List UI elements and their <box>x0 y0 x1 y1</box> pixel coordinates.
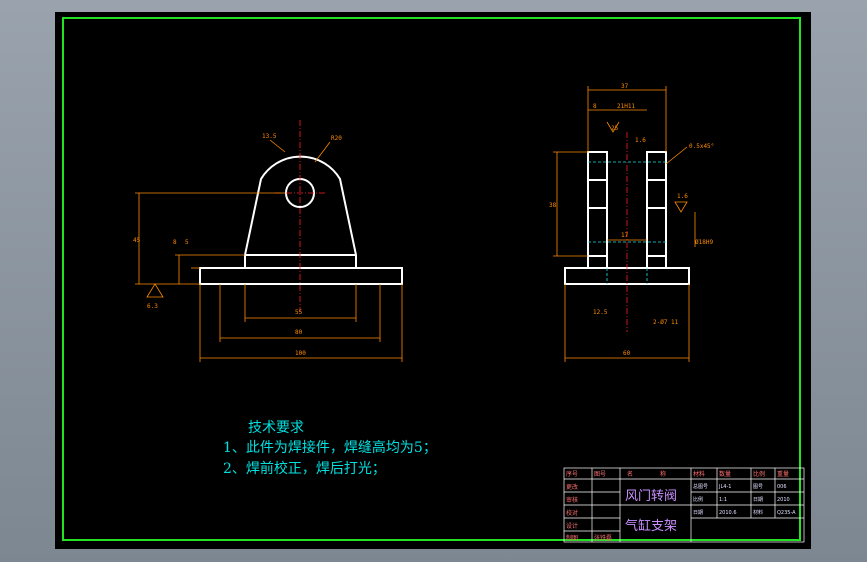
dim-gap17: 17 <box>621 232 629 239</box>
tb-right-label-2: 材料 <box>753 509 763 516</box>
dim-height: 45 <box>133 237 141 244</box>
cad-drawing: 45 8 5 55 80 100 13.5 R20 6.3 <box>133 83 805 543</box>
dim-angle: 13.5 <box>262 133 277 140</box>
notes-title: 技术要求 <box>248 420 304 436</box>
dim-side-overall: 60 <box>623 350 631 357</box>
tb-row-2: 校对 <box>566 509 578 517</box>
tb-name1: 风门转阀 <box>625 489 677 504</box>
dim-bottom-h: 12.5 <box>593 309 608 316</box>
dim-rough: 1.6 <box>677 193 688 200</box>
dim-inner: 55 <box>295 309 303 316</box>
dim-bottom-w: 2-Ø7 11 <box>653 319 679 326</box>
tb-info-val-2: 2010.6 <box>719 510 737 516</box>
tb-header-2: 名 <box>627 470 633 478</box>
tb-header-3: 称 <box>660 470 666 478</box>
tb-header-6: 比例 <box>753 470 765 478</box>
tb-header-4: 材料 <box>693 470 705 478</box>
tb-right-val-0: 006 <box>777 484 787 490</box>
weld-symbol <box>146 283 164 298</box>
dim-small-h: 8 <box>173 239 177 246</box>
dim-top-w: 37 <box>621 83 629 90</box>
notes-line2: 2、焊前校正，焊后打光； <box>223 460 386 477</box>
tb-drafter: 张铁磊 <box>594 534 612 542</box>
dim-left-gap: 8 <box>593 103 597 110</box>
drawing-border <box>62 17 801 541</box>
dim-side-height: 38 <box>549 202 557 209</box>
tb-right-label-0: 图号 <box>753 484 763 490</box>
side-right-plate <box>646 151 667 257</box>
dim-base-t: 5 <box>185 239 189 246</box>
tb-row-4: 制图 <box>566 534 578 542</box>
tb-row-3: 设计 <box>566 522 578 530</box>
tb-header-5: 数量 <box>719 470 731 478</box>
front-ear-outline <box>244 155 357 268</box>
side-left-plate <box>587 151 608 257</box>
tb-header-1: 图号 <box>594 471 606 478</box>
dim-overall: 100 <box>295 350 306 357</box>
dim-weld: 6.3 <box>147 303 158 310</box>
title-block: 序号 图号 名 称 材料 数量 比例 重量 更改 审核 校对 设计 制图 张铁磊… <box>563 467 805 543</box>
dim-chamfer: 0.5x45° <box>689 143 714 150</box>
tb-right-val-2: Q235-A <box>777 510 796 516</box>
dim-v2: 1.6 <box>635 137 646 144</box>
tb-info-label-2: 日期 <box>693 510 703 516</box>
tb-name2: 气缸支架 <box>625 518 677 534</box>
tb-header-0: 序号 <box>566 470 578 478</box>
front-base-plate <box>199 267 403 285</box>
dim-slot: 21H11 <box>617 103 635 110</box>
tb-info-val-1: 1:1 <box>719 497 727 503</box>
tb-row-1: 审核 <box>566 496 578 504</box>
tb-info-label-1: 比例 <box>693 496 703 503</box>
notes-line1: 1、此件为焊接件，焊缝高均为5； <box>223 439 437 456</box>
dim-mid: 80 <box>295 329 303 336</box>
tb-info-label-0: 总图号 <box>693 483 708 490</box>
side-view: 37 8 21H11 25 1.6 0.5x45° 38 17 1.6 Ø18H… <box>549 83 714 362</box>
tb-right-label-1: 日期 <box>753 497 763 503</box>
drawing-sheet: 45 8 5 55 80 100 13.5 R20 6.3 <box>55 12 811 549</box>
technical-notes: 技术要求 1、此件为焊接件，焊缝高均为5； 2、焊前校正，焊后打光； <box>223 420 437 477</box>
dim-v1: 25 <box>611 125 619 132</box>
tb-row-0: 更改 <box>566 483 578 491</box>
dim-hole: Ø18H9 <box>695 239 713 246</box>
front-view: 45 8 5 55 80 100 13.5 R20 6.3 <box>133 120 403 362</box>
tb-header-7: 重量 <box>777 470 789 478</box>
tb-right-val-1: 2010 <box>777 497 790 503</box>
tb-info-val-0: JL4-1 <box>718 484 731 490</box>
dim-radius: R20 <box>331 135 342 142</box>
